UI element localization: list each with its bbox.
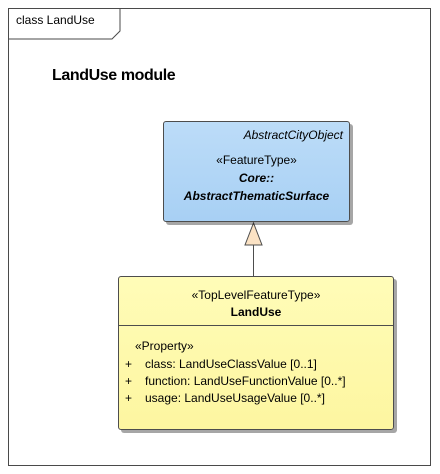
landuse-class-name: LandUse	[230, 305, 282, 319]
attribute-text: usage: LandUseUsageValue [0..*]	[145, 391, 325, 405]
abstract-class-name: AbstractCityObject	[243, 128, 343, 142]
attribute-visibility: +	[125, 357, 133, 371]
landuse-class-box[interactable]: «TopLevelFeatureType» LandUse «Property»…	[118, 276, 394, 430]
attribute-text: class: LandUseClassValue [0..1]	[145, 357, 317, 371]
abstract-class-box[interactable]: AbstractCityObject «FeatureType» Core:: …	[163, 121, 350, 222]
attribute-visibility: +	[125, 391, 133, 405]
attribute-visibility: +	[125, 374, 133, 388]
frame-label: class LandUse	[16, 13, 95, 27]
abstract-class-qualified-name: AbstractThematicSurface	[183, 189, 330, 203]
attribute-text: function: LandUseFunctionValue [0..*]	[145, 374, 346, 388]
attributes-stereotype: «Property»	[135, 339, 194, 353]
attribute-row-class[interactable]: + class: LandUseClassValue [0..1]	[125, 357, 317, 371]
frame-tab	[8, 8, 121, 40]
abstract-class-stereotype: «FeatureType»	[216, 153, 297, 167]
abstract-class-namespace: Core::	[238, 171, 275, 185]
diagram-title: LandUse module	[52, 67, 176, 84]
landuse-class-header: «TopLevelFeatureType» LandUse	[119, 277, 393, 326]
attribute-row-usage[interactable]: + usage: LandUseUsageValue [0..*]	[125, 391, 325, 405]
attribute-row-function[interactable]: + function: LandUseFunctionValue [0..*]	[125, 374, 346, 388]
landuse-class-stereotype: «TopLevelFeatureType»	[191, 288, 321, 302]
